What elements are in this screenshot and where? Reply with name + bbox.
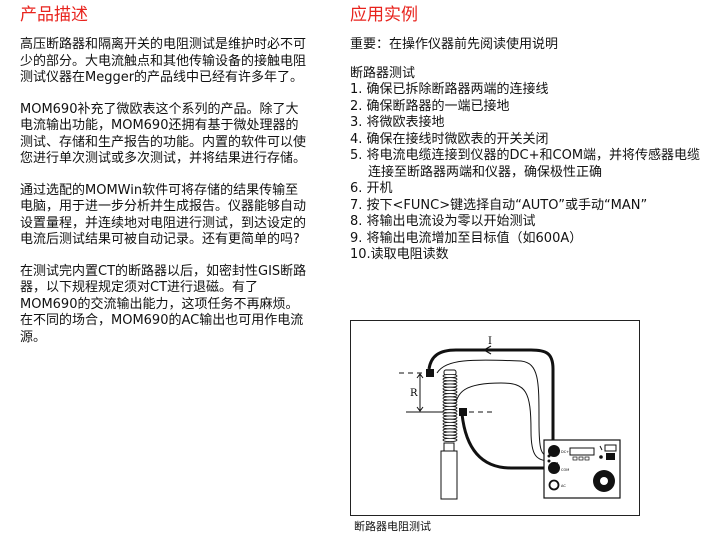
step: 10.读取电阻读数 <box>350 247 449 262</box>
step: 8. 将输出电流设为零以开始测试 <box>350 214 536 229</box>
wiring-diagram: I R <box>399 336 621 500</box>
insulator-rib <box>442 399 458 404</box>
terminal-top-icon <box>426 369 434 377</box>
text-line: 测试仪器在Megger的产品线中已经有许多年了。 <box>20 70 304 85</box>
step: 9. 将输出电流增加至目标值（如600A） <box>350 230 583 246</box>
dc-plus-label: DC+ <box>561 450 569 454</box>
micro-ohmmeter-icon <box>543 439 621 499</box>
insulator-rib <box>442 428 458 433</box>
sense-wire-top <box>436 359 550 457</box>
diagram-caption: 断路器电阻测试 <box>354 520 431 533</box>
breaker-insulator-icon <box>440 369 458 500</box>
insulator-rib <box>442 377 458 382</box>
resistance-arrow-icon <box>416 373 424 412</box>
step: 3. 将微欧表接地 <box>350 115 445 130</box>
paragraph: 通过选配的MOMWin软件可将存储的结果传输至 电脑，用于进一步分析并生成报告。… <box>20 183 306 249</box>
text-line: MOM690的交流输出能力，这项任务不再麻烦。 <box>20 296 299 312</box>
text-line: MOM690补充了微欧表这个系列的产品。除了大 <box>20 101 299 117</box>
current-cable-top <box>427 348 555 445</box>
insulator-rib <box>442 383 458 388</box>
insulator-rib <box>442 422 458 427</box>
text-line: 您进行单次测试或多次测试，并将结果进行存储。 <box>20 151 307 166</box>
text-line: 源。 <box>20 329 47 345</box>
insulator-rib <box>442 396 458 401</box>
text-line: 少的部分。大电流触点和其他传输设备的接触电阻 <box>20 53 307 69</box>
sense-com-label: COM <box>551 461 558 465</box>
step: 6. 开机 <box>350 181 393 196</box>
product-description-body: 高压断路器和隔离开关的电阻测试是维护时必不可 少的部分。大电流触点和其他传输设备… <box>20 37 306 361</box>
text-line: 在测试完内置CT的断路器以后，如密封性GIS断路 <box>20 263 307 279</box>
step: 5. 将电流电缆连接到仪器的DC+和COM端，并将传感器电缆 <box>350 148 701 163</box>
insulator-rib <box>442 406 458 411</box>
step: 7. 按下<FUNC>键选择自动“AUTO”或手动“MAN” <box>350 197 648 213</box>
insulator-rib <box>442 409 458 414</box>
paragraph: 高压断路器和隔离开关的电阻测试是维护时必不可 少的部分。大电流触点和其他传输设备… <box>20 37 306 87</box>
insulator-rib <box>442 418 458 423</box>
resistance-label: R <box>410 388 418 399</box>
text-line: 在不同的场合，MOM690的AC输出也可用作电流 <box>20 313 304 328</box>
insulator-rib <box>442 412 458 417</box>
sense-wire-bottom <box>454 382 550 462</box>
insulator-rib <box>442 386 458 391</box>
section-title: 断路器测试 <box>350 65 416 81</box>
text-line: 测试、存储和生产报告的功能。内置的软件可以使 <box>20 134 307 150</box>
text-line: 通过选配的MOMWin软件可将存储的结果传输至 <box>20 182 299 198</box>
application-example-body: 重要：在操作仪器前先阅读使用说明 断路器测试 1. 确保已拆除断路器两端的连接线… <box>350 37 700 264</box>
insulator-rib <box>442 415 458 420</box>
step: 1. 确保已拆除断路器两端的连接线 <box>350 82 549 97</box>
insulator-rib <box>442 438 458 443</box>
step: 2. 确保断路器的一端已接地 <box>350 98 510 114</box>
insulator-rib <box>442 402 458 407</box>
current-arrow-icon <box>482 345 492 355</box>
paragraph: 在测试完内置CT的断路器以后，如密封性GIS断路 器，以下规程规定须对CT进行退… <box>20 264 306 347</box>
insulator-rib <box>442 434 458 439</box>
text-line: 电流输出功能，MOM690还拥有基于微处理器的 <box>20 118 299 133</box>
current-cable-bottom <box>460 413 551 470</box>
insulator-rib <box>442 425 458 430</box>
breaker-resistance-diagram: I R <box>350 320 640 516</box>
terminal-bottom-icon <box>459 408 467 416</box>
insulator-rib <box>442 393 458 398</box>
text-line: 电脑，用于进一步分析并生成报告。仪器能够自动 <box>20 199 307 214</box>
insulator-rib <box>442 431 458 436</box>
step: 4. 确保在接线时微欧表的开关关闭 <box>350 131 549 147</box>
application-example-title: 应用实例 <box>350 5 418 25</box>
text-line: 电流后测试结果可被自动记录。还有更简单的吗? <box>20 232 300 247</box>
insulator-rib <box>442 380 458 385</box>
text-line: 器，以下规程规定须对CT进行退磁。有了 <box>20 280 259 295</box>
com-label: COM <box>561 468 569 472</box>
current-label: I <box>488 336 492 347</box>
step-continuation: 连接至断路器两端和仪器，确保极性正确 <box>368 164 603 180</box>
paragraph: MOM690补充了微欧表这个系列的产品。除了大 电流输出功能，MOM690还拥有… <box>20 102 306 168</box>
insulator-rib <box>442 390 458 395</box>
notice: 重要：在操作仪器前先阅读使用说明 <box>350 37 559 52</box>
insulator-rib <box>442 374 458 379</box>
ac-label: AC <box>561 484 566 488</box>
text-line: 高压断路器和隔离开关的电阻测试是维护时必不可 <box>20 37 307 52</box>
text-line: 设置量程，并连续地对电阻进行测试，到达设定的 <box>20 215 307 231</box>
product-description-title: 产品描述 <box>20 5 88 25</box>
